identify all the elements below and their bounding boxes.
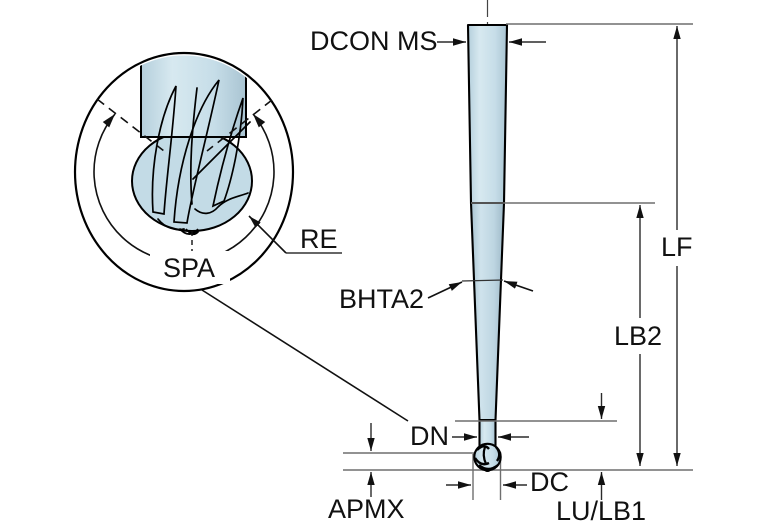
dimension-lb2: LB2	[614, 205, 662, 466]
detail-flute-left	[151, 85, 177, 216]
main-view: DCON MS LF LB2 LU/LB1 APMX	[310, 0, 693, 523]
callout-bhta2: BHTA2	[339, 279, 534, 314]
label-lu-lb1: LU/LB1	[556, 496, 646, 523]
spa-reference-line-right	[206, 99, 273, 152]
label-spa: SPA	[163, 253, 215, 283]
detail-leader-line	[201, 289, 409, 422]
label-bhta2: BHTA2	[339, 284, 424, 314]
spa-label-gap	[150, 251, 230, 284]
dimension-dc: DC	[446, 467, 569, 497]
label-dc: DC	[530, 467, 569, 497]
bhta2-section-line	[461, 279, 504, 282]
spa-arrowhead-left	[102, 114, 115, 128]
label-dcon-ms: DCON MS	[310, 26, 438, 56]
dimension-dn: DN	[410, 421, 529, 451]
label-re: RE	[300, 224, 338, 254]
tip-nub	[482, 467, 493, 472]
dimension-spa: SPA	[93, 113, 275, 284]
label-lb2: LB2	[614, 321, 662, 351]
dimension-lu-lb1: LU/LB1	[556, 393, 646, 523]
dimension-lf: LF	[661, 26, 693, 466]
tool-ball-tip	[473, 442, 502, 472]
label-apmx: APMX	[328, 494, 405, 523]
spa-arrowhead-right	[253, 114, 266, 128]
callout-re: RE	[248, 215, 342, 254]
label-lf: LF	[661, 232, 693, 262]
dimension-apmx: APMX	[328, 423, 405, 523]
label-dn: DN	[410, 421, 449, 451]
detail-view: SPA RE	[73, 51, 409, 422]
detail-flute-right	[211, 97, 244, 208]
dimension-dcon-ms: DCON MS	[310, 26, 546, 56]
detail-tool-tip	[131, 55, 253, 236]
tool-shank	[466, 23, 509, 205]
